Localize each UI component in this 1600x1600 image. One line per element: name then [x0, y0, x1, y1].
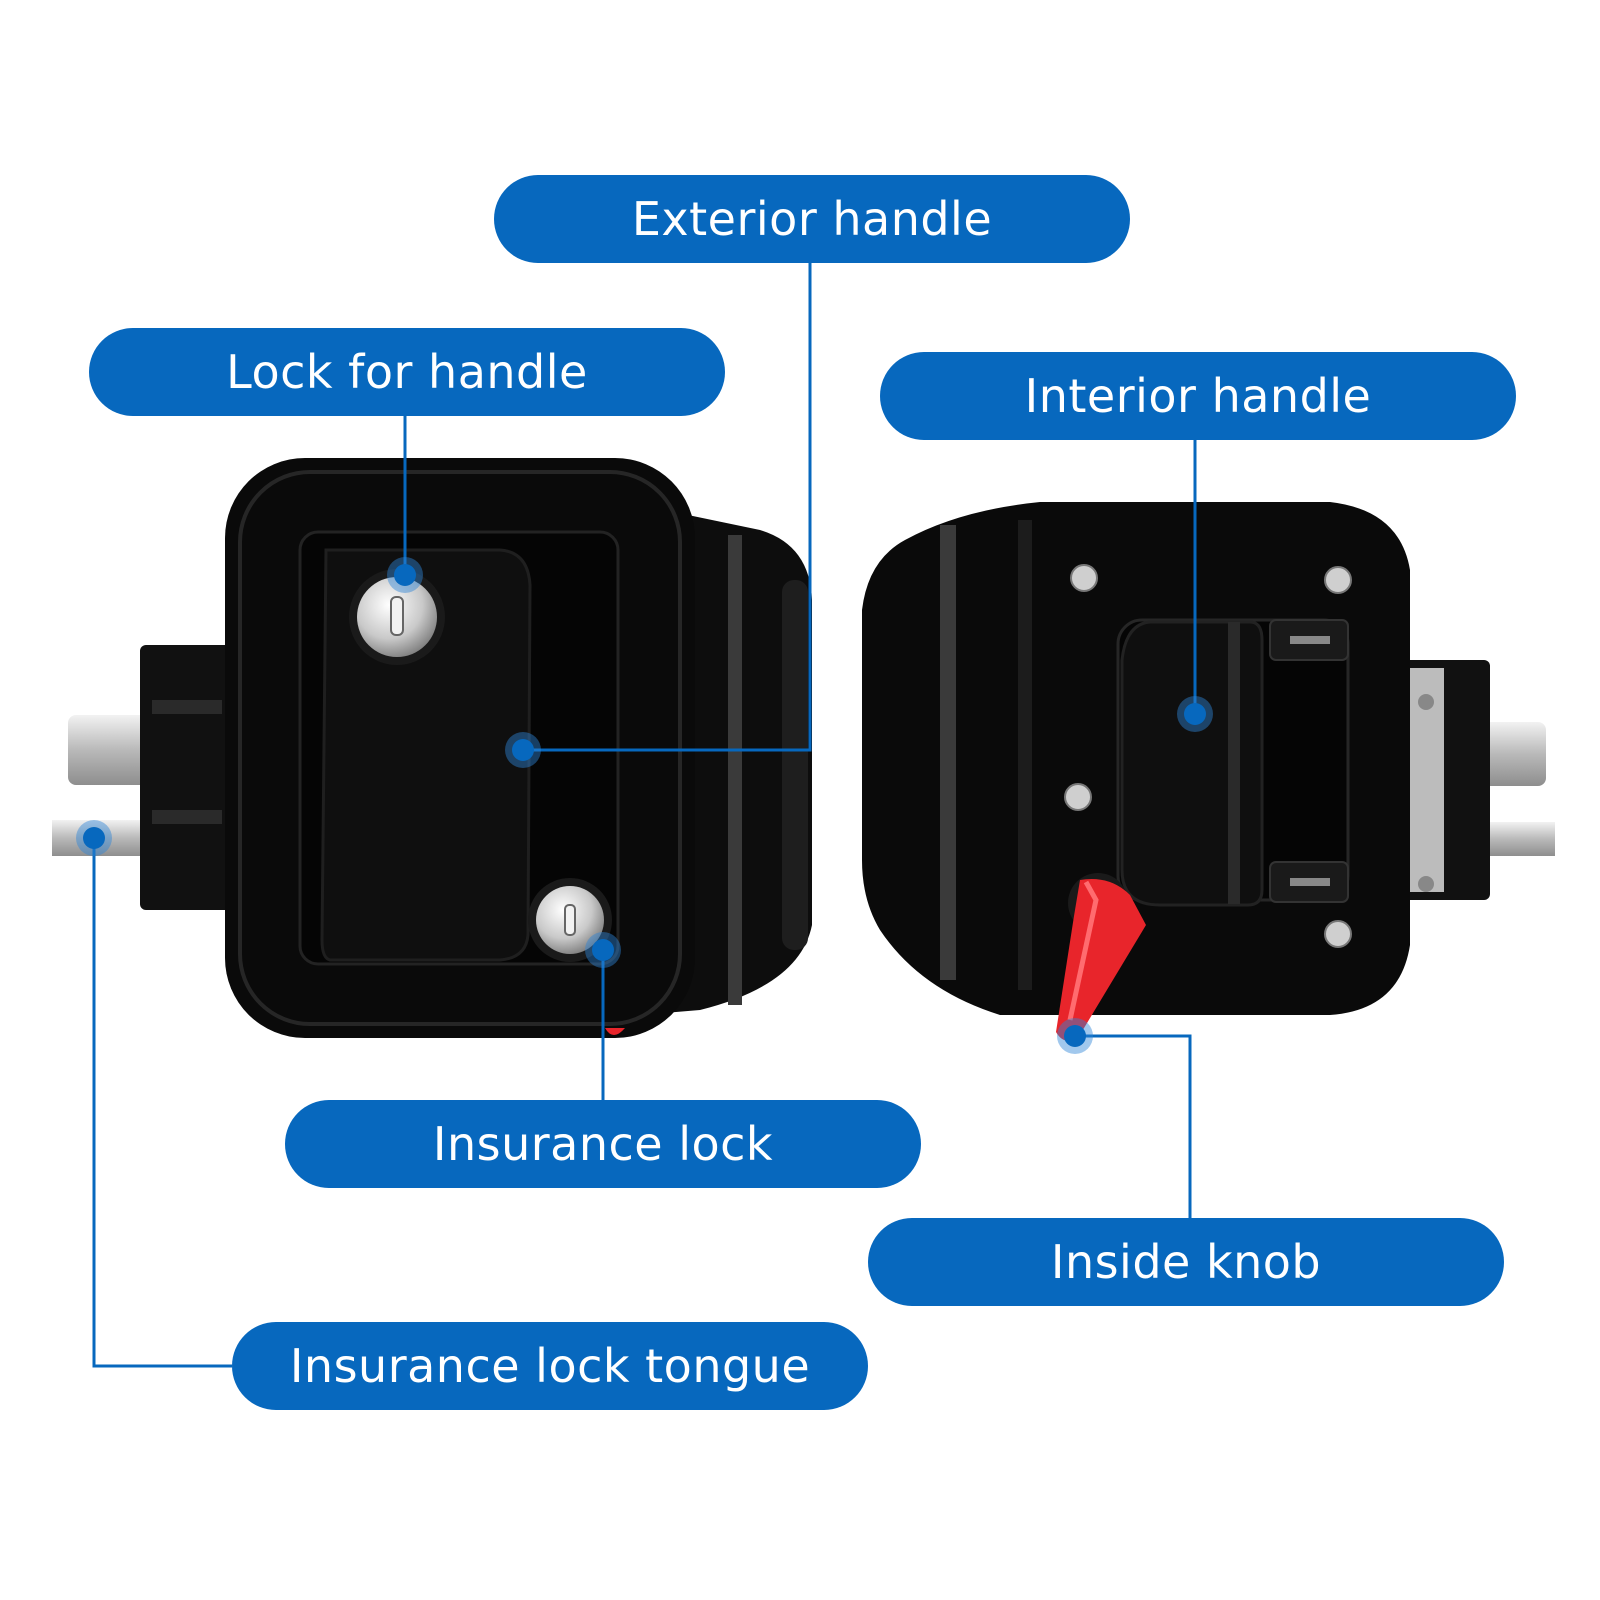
label-exterior-handle: Exterior handle	[494, 175, 1130, 263]
label-interior-handle: Interior handle	[880, 352, 1516, 440]
leader-exterior-handle	[523, 262, 812, 752]
inside-knob-shape	[1056, 873, 1146, 1041]
label-lock-for-handle: Lock for handle	[89, 328, 725, 416]
leader-insurance-tongue	[92, 838, 232, 1368]
leader-inside-knob	[1075, 1034, 1192, 1218]
label-insurance-lock: Insurance lock	[285, 1100, 921, 1188]
exterior-lock	[52, 458, 812, 1038]
callout-dots	[76, 557, 1213, 1054]
interior-latch-bolt	[1480, 722, 1546, 786]
callout-lines	[92, 262, 1197, 1368]
mounting-screws	[1064, 564, 1352, 948]
label-inside-knob: Inside knob	[868, 1218, 1504, 1306]
label-insurance-lock-tongue: Insurance lock tongue	[232, 1322, 868, 1410]
interior-lock	[862, 502, 1555, 1041]
interior-paddle	[1120, 620, 1264, 907]
